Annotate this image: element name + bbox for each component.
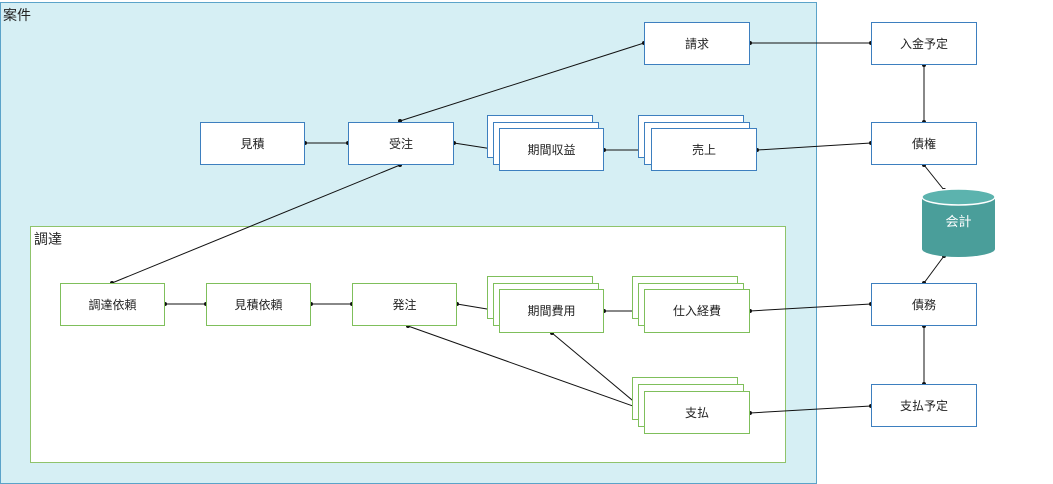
node-nyukin-yotei-label: 入金予定 [899,36,948,51]
connector-shiharai-shiharaiyotei [748,404,873,415]
connector-saiken-kaikei [922,163,946,192]
node-chotatsu-irai[interactable]: 調達依頼 [60,283,165,326]
connector-kikanhiyo-shiharai [550,331,645,411]
node-chotatsu-irai-label: 調達依頼 [88,297,137,312]
node-hatchu[interactable]: 発注 [352,283,457,326]
node-juchu[interactable]: 受注 [348,122,454,165]
node-saiken[interactable]: 債権 [871,122,977,165]
node-shiharai[interactable]: 支払 [644,391,750,434]
node-shiharai-yotei-label: 支払予定 [899,398,948,413]
node-saimu[interactable]: 債務 [871,283,977,326]
node-seikyu-label: 請求 [684,36,709,51]
connector-kaikei-saimu [922,254,946,285]
connector-hatchu-shiharai [406,324,646,412]
node-kikan-shueki-label: 期間収益 [527,142,576,157]
node-kikan-shueki[interactable]: 期間収益 [499,128,604,171]
node-shiire-keihi-label: 仕入経費 [672,304,721,318]
connector-uriage-saiken [755,141,873,152]
node-mitsumori[interactable]: 見積 [200,122,305,165]
node-kaikei-label: 会計 [945,215,972,230]
node-kikan-hiyo[interactable]: 期間費用 [499,289,604,333]
node-hatchu-label: 発注 [392,297,417,312]
connector-mitsumori-juchu [303,141,350,145]
node-shiire-keihi[interactable]: 仕入経費 [644,289,750,333]
node-mitsumori-irai[interactable]: 見積依頼 [206,283,311,326]
database-icon [922,189,995,257]
chotatsu-region-label: 調達 [34,232,62,248]
node-kikan-hiyo-label: 期間費用 [527,304,576,318]
connector-saimu-shiharaiyotei [922,324,926,386]
node-shiharai-label: 支払 [684,405,709,420]
anken-region-label: 案件 [3,8,31,24]
node-mitsumori-irai-label: 見積依頼 [234,297,283,312]
connector-mitsumoriirai-hatchu [309,302,354,306]
node-seikyu[interactable]: 請求 [644,22,750,65]
connector-chotatsuirai-mitsumoriirai [163,302,208,306]
connector-nyukin-saiken [922,63,926,124]
node-saimu-label: 債務 [911,297,936,312]
node-juchu-label: 受注 [388,136,413,151]
node-mitsumori-label: 見積 [240,136,265,151]
connector-seikyu-nyukin [748,41,873,45]
node-shiharai-yotei[interactable]: 支払予定 [871,384,977,427]
node-nyukin-yotei[interactable]: 入金予定 [871,22,977,65]
node-uriage-label: 売上 [691,142,716,157]
node-kaikei[interactable]: 会計 [922,189,995,257]
connector-shiirekeihi-saimu [748,302,873,313]
connector-juchu-chotatsuirai [110,163,402,285]
node-saiken-label: 債権 [911,136,936,151]
connector-juchu-seikyu [398,41,646,123]
node-uriage[interactable]: 売上 [651,128,757,171]
